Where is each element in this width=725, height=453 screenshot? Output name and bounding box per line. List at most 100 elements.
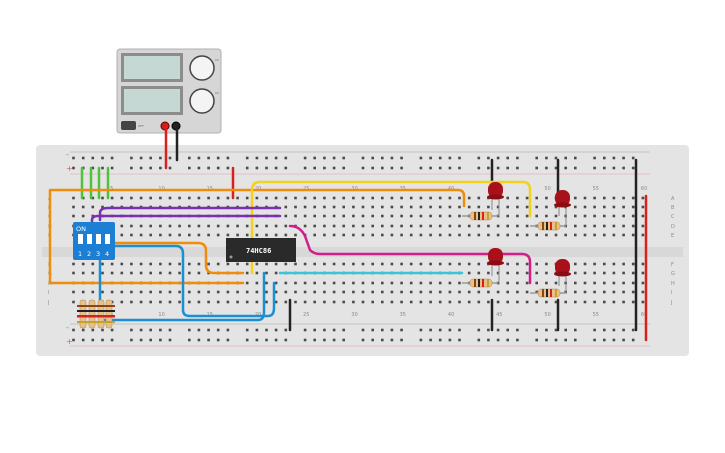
breadboard-hole xyxy=(448,196,452,200)
breadboard-hole xyxy=(226,196,230,200)
dip-switch: ON 1 2 3 4 xyxy=(73,222,115,260)
breadboard-hole xyxy=(641,271,645,275)
breadboard-hole xyxy=(352,214,355,218)
breadboard-hole xyxy=(342,290,345,294)
breadboard-hole xyxy=(603,196,606,200)
led-4 xyxy=(554,259,571,293)
breadboard-hole xyxy=(294,233,297,237)
dip-toggle-3[interactable] xyxy=(96,234,101,244)
breadboard-hole xyxy=(352,233,355,237)
dip-toggle-4[interactable] xyxy=(105,234,110,244)
breadboard-hole xyxy=(631,196,635,200)
breadboard-hole xyxy=(506,214,509,218)
breadboard-hole xyxy=(583,281,587,285)
breadboard-hole xyxy=(448,300,452,304)
psu-power-button[interactable] xyxy=(121,121,136,130)
breadboard-hole xyxy=(554,281,558,285)
breadboard-hole xyxy=(516,338,519,342)
breadboard-hole xyxy=(477,338,481,342)
psu-display-bottom xyxy=(124,89,180,112)
breadboard-hole xyxy=(419,300,423,304)
breadboard-hole xyxy=(593,328,596,332)
breadboard-hole xyxy=(178,233,181,237)
led-1 xyxy=(487,182,504,216)
breadboard-hole xyxy=(274,233,278,237)
breadboard-hole xyxy=(409,233,413,237)
dip-toggle-2[interactable] xyxy=(87,234,92,244)
breadboard-hole xyxy=(371,166,374,170)
breadboard-hole xyxy=(352,196,355,200)
breadboard-hole xyxy=(390,196,394,200)
breadboard-hole xyxy=(438,156,442,160)
breadboard-hole xyxy=(574,271,577,275)
breadboard-hole xyxy=(631,338,635,342)
breadboard-hole xyxy=(216,166,220,170)
breadboard-hole xyxy=(197,290,201,294)
breadboard-hole xyxy=(168,196,172,200)
breadboard-hole xyxy=(130,156,133,160)
breadboard-hole xyxy=(438,233,442,237)
breadboard-hole xyxy=(467,224,471,228)
breadboard-hole xyxy=(477,233,481,237)
breadboard-hole xyxy=(496,205,500,209)
breadboard-hole xyxy=(352,205,355,209)
breadboard-hole xyxy=(284,224,288,228)
breadboard-hole xyxy=(226,290,230,294)
breadboard-hole xyxy=(535,281,538,285)
breadboard-hole xyxy=(631,156,635,160)
breadboard-hole xyxy=(274,166,278,170)
breadboard-hole xyxy=(400,300,403,304)
breadboard-hole xyxy=(352,300,355,304)
breadboard-hole xyxy=(506,290,509,294)
dip-switch-on-label: ON xyxy=(76,225,86,233)
breadboard-hole xyxy=(429,214,432,218)
psu-knob-top[interactable] xyxy=(189,55,215,81)
breadboard-hole xyxy=(516,205,519,209)
breadboard-hole xyxy=(265,300,268,304)
breadboard-hole xyxy=(139,262,143,266)
breadboard-hole xyxy=(91,205,95,209)
breadboard-hole xyxy=(448,233,452,237)
breadboard-hole xyxy=(149,300,152,304)
breadboard-hole xyxy=(583,262,587,266)
breadboard-hole xyxy=(371,224,374,228)
breadboard-hole xyxy=(400,281,403,285)
breadboard-hole xyxy=(622,166,625,170)
breadboard-hole xyxy=(101,262,104,266)
breadboard-hole xyxy=(313,156,316,160)
psu-knob-bottom[interactable] xyxy=(189,88,215,114)
breadboard-hole xyxy=(361,224,365,228)
breadboard-hole xyxy=(274,328,278,332)
breadboard-hole xyxy=(438,338,442,342)
breadboard-hole xyxy=(390,300,394,304)
breadboard-hole xyxy=(400,328,403,332)
breadboard-hole xyxy=(303,224,307,228)
breadboard-hole xyxy=(159,166,162,170)
breadboard-hole xyxy=(458,196,461,200)
breadboard-hole xyxy=(294,205,297,209)
breadboard-hole xyxy=(545,196,548,200)
breadboard-hole xyxy=(91,156,95,160)
breadboard-hole xyxy=(574,205,577,209)
breadboard-hole xyxy=(603,166,606,170)
breadboard-hole xyxy=(477,196,481,200)
breadboard-hole xyxy=(274,224,278,228)
breadboard-hole xyxy=(603,328,606,332)
breadboard-hole xyxy=(603,271,606,275)
breadboard-hole xyxy=(622,196,625,200)
breadboard-hole xyxy=(448,290,452,294)
breadboard-hole xyxy=(419,156,423,160)
breadboard-hole xyxy=(516,281,519,285)
dip-toggle-1[interactable] xyxy=(78,234,83,244)
breadboard-hole xyxy=(487,166,490,170)
breadboard-hole xyxy=(332,166,336,170)
breadboard-hole xyxy=(496,300,500,304)
breadboard-hole xyxy=(188,224,191,228)
breadboard-hole xyxy=(622,262,625,266)
breadboard-hole xyxy=(400,214,403,218)
breadboard-hole xyxy=(130,328,133,332)
breadboard-hole xyxy=(323,290,326,294)
breadboard-hole xyxy=(120,233,124,237)
pulldown-resistors xyxy=(77,299,115,329)
breadboard-hole xyxy=(91,338,95,342)
